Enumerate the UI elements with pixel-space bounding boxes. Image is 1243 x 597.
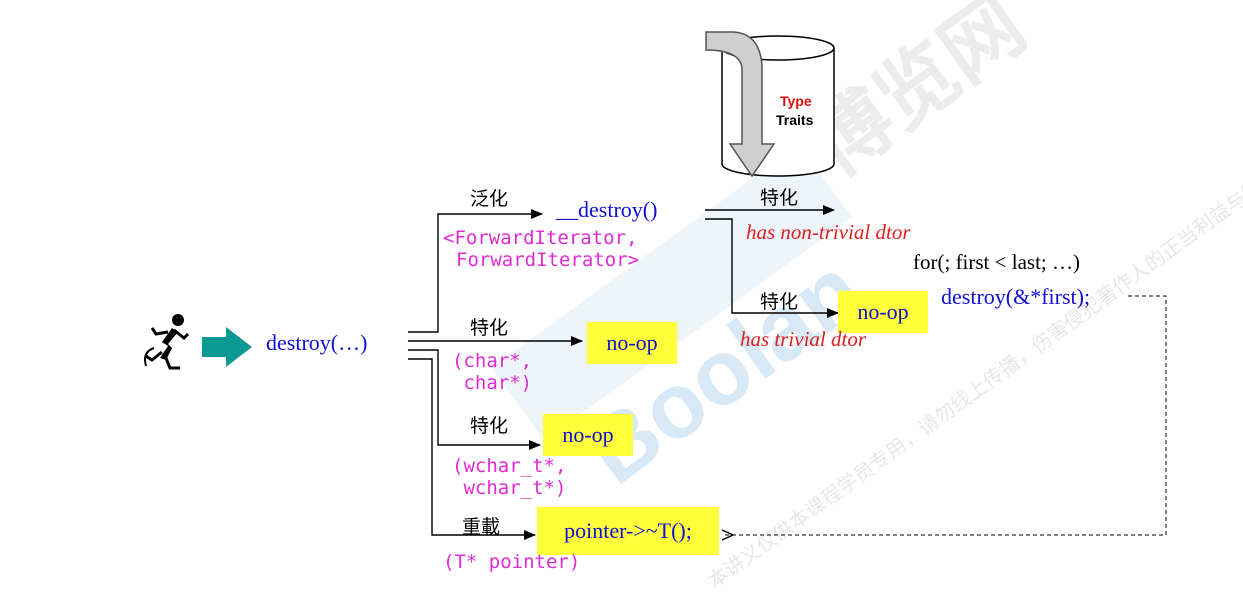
wchar-branch-tag: 特化 [470, 415, 509, 437]
start-arrow-icon [202, 327, 252, 367]
entry-destroy-label: destroy(…) [266, 330, 368, 355]
trivial-note: has trivial dtor [740, 327, 867, 351]
char-branch-tag: 特化 [470, 317, 509, 339]
nontrivial-note: has non-trivial dtor [746, 220, 911, 244]
char-branch-param-2: char*) [452, 372, 533, 394]
destroy-aux-function: __destroy() [556, 197, 658, 222]
traits-traits-label: Traits [776, 112, 814, 128]
curved-down-arrow-icon [705, 31, 776, 178]
running-man-icon [144, 314, 190, 370]
generalized-param-1: <ForwardIterator, [443, 227, 638, 249]
trivial-noop-box: no-op [838, 291, 928, 333]
arrow-to-trivial [705, 218, 839, 318]
arrow-to-generalized [408, 209, 543, 333]
for-loop-line: for(; first < last; …) [913, 250, 1080, 274]
char-branch-param-1: (char*, [452, 350, 533, 372]
arrow-to-overload [408, 358, 536, 540]
dashed-feedback-arrow [722, 295, 1167, 535]
generalized-tag: 泛化 [470, 188, 509, 210]
wchar-branch-param-1: (wchar_t*, [452, 455, 567, 477]
traits-type-label: Type [780, 93, 812, 109]
arrow-to-wchar-noop [408, 349, 541, 450]
overload-param: (T* pointer) [443, 551, 581, 573]
generalized-param-2: ForwardIterator> [456, 249, 640, 271]
trivial-tag: 特化 [760, 291, 799, 313]
destroy-first-call: destroy(&*first); [941, 284, 1091, 309]
nontrivial-tag: 特化 [760, 187, 799, 209]
overload-tag: 重載 [462, 516, 501, 538]
wchar-noop-box: no-op [543, 414, 633, 456]
type-traits-cylinder: Type Traits [705, 31, 835, 178]
pointer-dtor-box: pointer->~T(); [537, 507, 719, 555]
char-noop-box: no-op [587, 322, 677, 364]
wchar-branch-param-2: wchar_t*) [452, 477, 567, 499]
